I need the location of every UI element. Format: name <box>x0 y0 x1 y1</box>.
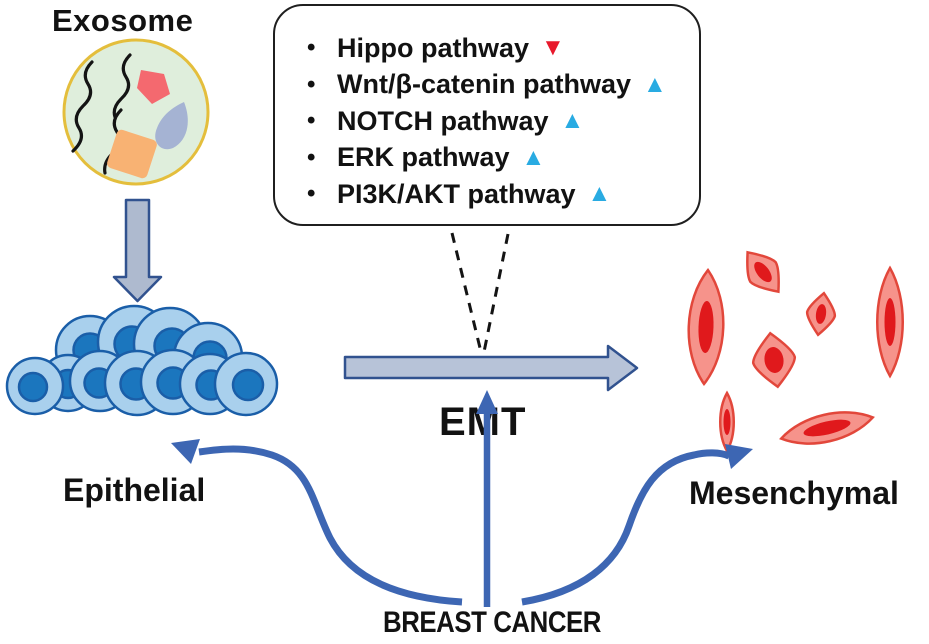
exosome-label: Exosome <box>52 3 194 38</box>
mesenchymal-cell <box>746 250 780 294</box>
mesenchymal-cell <box>751 331 797 389</box>
emt-transition-arrow <box>343 344 639 392</box>
cargo-dna-icon <box>107 129 157 179</box>
pathway-item-label: Wnt/β-catenin pathway <box>337 69 631 100</box>
bullet-icon: • <box>307 143 316 171</box>
mesenchymal-cell <box>687 267 725 387</box>
epithelial-cell <box>96 304 172 380</box>
epithelial-cell <box>103 349 171 417</box>
bullet-icon: • <box>307 70 316 98</box>
cargo-lipid-icon <box>155 102 188 150</box>
epithelial-cell <box>139 348 207 416</box>
epithelial-cell <box>38 353 98 413</box>
epithelial-cell <box>178 352 242 416</box>
epithelial-cell <box>172 321 244 393</box>
exosome-to-cells-arrow <box>112 198 163 303</box>
pathway-list-box: • Hippo pathway ▼ • Wnt/β-catenin pathwa… <box>273 4 701 226</box>
mesenchymal-label: Mesenchymal <box>689 475 899 511</box>
epithelial-cell <box>132 306 208 382</box>
pathway-item-pi3k: • PI3K/AKT pathway ▲ <box>307 176 689 213</box>
up-triangle-icon: ▲ <box>587 180 612 208</box>
bullet-icon: • <box>307 180 316 208</box>
bullet-icon: • <box>307 107 316 135</box>
pathway-item-notch: • NOTCH pathway ▲ <box>307 103 689 140</box>
epithelial-label: Epithelial <box>63 472 206 508</box>
mesenchymal-cell <box>805 291 837 337</box>
mesenchymal-cell <box>876 265 904 379</box>
breast-cancer-to-epithelial-arrow <box>171 439 463 606</box>
pathway-item-label: ERK pathway <box>337 142 510 173</box>
pathway-item-erk: • ERK pathway ▲ <box>307 140 689 177</box>
epithelial-cell <box>68 349 132 413</box>
exosome-vesicle <box>62 38 210 186</box>
mesenchymal-cell <box>719 390 735 454</box>
epithelial-cell <box>213 351 279 417</box>
cargo-protein-icon <box>137 70 170 104</box>
pathway-item-hippo: • Hippo pathway ▼ <box>307 30 689 67</box>
epithelial-cell <box>54 314 126 386</box>
mesenchymal-cell-cluster <box>687 250 904 454</box>
pathway-item-label: NOTCH pathway <box>337 105 549 136</box>
mesenchymal-cell <box>779 411 875 445</box>
pathway-item-wnt: • Wnt/β-catenin pathway ▲ <box>307 67 689 104</box>
bullet-icon: • <box>307 34 316 62</box>
down-triangle-icon: ▼ <box>541 34 565 62</box>
epithelial-cell-cluster <box>5 304 279 417</box>
epithelial-cell <box>5 356 65 416</box>
pathway-item-label: Hippo pathway <box>337 32 530 63</box>
up-triangle-icon: ▲ <box>560 107 585 135</box>
up-triangle-icon: ▲ <box>521 143 546 171</box>
rna-strand-icon <box>71 53 132 175</box>
pathway-item-label: PI3K/AKT pathway <box>337 178 576 209</box>
breast-cancer-label: BREAST CANCER <box>382 606 602 639</box>
emt-label: EMT <box>439 400 527 444</box>
dashed-connector <box>450 232 510 353</box>
up-triangle-icon: ▲ <box>643 70 667 98</box>
breast-cancer-to-mesenchymal-arrow <box>521 444 753 606</box>
